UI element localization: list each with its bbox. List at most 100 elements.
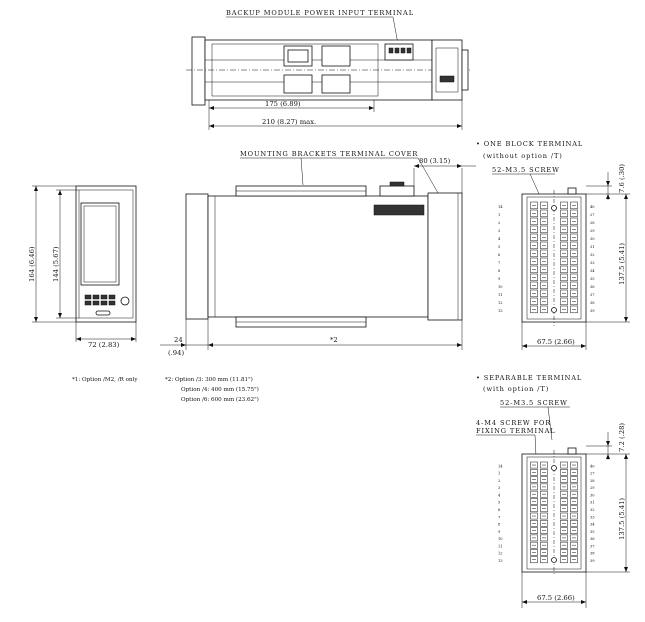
terminal-screw [530,257,538,266]
pin-label-right: 37 [590,293,595,297]
terminal-screw [560,498,568,505]
terminal-screw [530,476,538,483]
dim-175: 175 (6.89) [265,100,301,108]
note-2a: *2: Option /3: 300 mm (11.81") [165,376,253,383]
pin-label-left: 6 [498,508,501,512]
terminal-screw [570,201,578,210]
pin-label-right: 29 [590,229,595,233]
pin-label-left: 3 [498,486,501,490]
terminal-screw [540,534,548,542]
terminal-screw [530,527,538,534]
terminal-screw [530,483,538,491]
pin-label-right: 30 [590,237,595,241]
side-terminal-cover [427,192,463,321]
pin-label-right: 32 [590,508,595,512]
terminal-screw [570,476,578,483]
pin-label-right: 39 [590,559,595,563]
terminal-screw [530,217,538,226]
terminal-screw [530,249,538,258]
note-2b: Option /4: 400 mm (15.75") [181,386,259,393]
terminal-screw [540,461,548,469]
note-2c: Option /6: 600 mm (23.62") [181,396,259,403]
terminal-screw [560,556,568,564]
pin-label-left: 11 [498,293,503,297]
terminal-screw [560,225,568,234]
terminal-screw [560,527,568,534]
terminal-screw [570,490,578,498]
dim-t2-675: 67.5 (2.66) [537,594,575,602]
terminal-screw [570,265,578,274]
terminal-screw [570,249,578,258]
terminal-screw [540,476,548,483]
terminal-screw [540,527,548,534]
terminal-screw [560,297,568,306]
terminal-screw [570,549,578,556]
terminal-screw [530,505,538,513]
terminal-screw [560,505,568,513]
terminal-screw [530,549,538,556]
pin-label-right: 40 [590,464,595,468]
label-backup-terminal: BACKUP MODULE POWER INPUT TERMINAL [226,9,414,17]
pin-label-left: 1 [498,472,500,476]
terminal-screw [540,265,548,274]
pin-label-left: 2 [498,221,500,225]
dim-80: 80 (3.15) [419,157,451,165]
dim-t1-76: 7.6 (.30) [618,164,626,193]
dim-094: (.94) [168,349,184,357]
terminal-screw [530,534,538,542]
pin-label-left: 10 [498,285,503,289]
terminal-screw [540,289,548,298]
pin-label-right: 31 [590,245,595,249]
note-1: *1: Option /M2, /R only [72,377,138,383]
one-block-title: • ONE BLOCK TERMINAL [476,140,583,148]
dim-t1-1375: 137.5 (5.41) [618,243,626,285]
pin-label-left: 14 [498,464,503,468]
pin-label-right: 37 [590,544,595,548]
terminal-screw [530,273,538,282]
separable-screw-m4-1: 4-M4 SCREW FOR [476,419,551,427]
pin-label-left: 7 [498,261,501,265]
terminal-screw [560,469,568,476]
terminal-screw [570,217,578,226]
pin-label-left: 5 [498,501,501,505]
label-mounting-brackets: MOUNTING BRACKETS TERMINAL COVER [240,150,418,158]
terminal-screw [540,305,548,314]
pin-label-left: 2 [498,479,500,483]
terminal-screw [570,241,578,250]
terminal-screw [570,527,578,534]
pin-label-left: 13 [498,559,503,563]
terminal-screw [570,505,578,513]
pin-label-right: 28 [590,479,595,483]
pin-label-right: 27 [590,472,595,476]
terminal-screw [530,281,538,290]
terminal-screw [540,512,548,520]
pin-label-right: 31 [590,501,595,505]
terminal-screw [560,534,568,542]
terminal-screw [530,512,538,520]
terminal-screw [540,498,548,505]
terminal-screw [560,490,568,498]
pin-label-right: 30 [590,493,595,497]
dim-144: 144 (5.67) [52,246,60,282]
terminal-screw [540,490,548,498]
terminal-screw [570,225,578,234]
side-bezel [185,193,209,320]
terminal-screw [540,217,548,226]
terminal-screw [540,201,548,210]
pin-label-left: 9 [498,277,501,281]
one-block-subtitle: (without option /T) [483,152,563,160]
pin-label-left: 9 [498,530,501,534]
pin-label-right: 33 [590,515,595,519]
terminal-screw [560,461,568,469]
pin-label-left: 11 [498,544,503,548]
terminal-screw [530,541,538,549]
terminal-screw [540,469,548,476]
terminal-screw [560,209,568,218]
pin-label-left: 6 [498,253,501,257]
pin-label-left: 14 [498,205,503,209]
terminal-screw [530,498,538,505]
pin-label-right: 39 [590,309,595,313]
